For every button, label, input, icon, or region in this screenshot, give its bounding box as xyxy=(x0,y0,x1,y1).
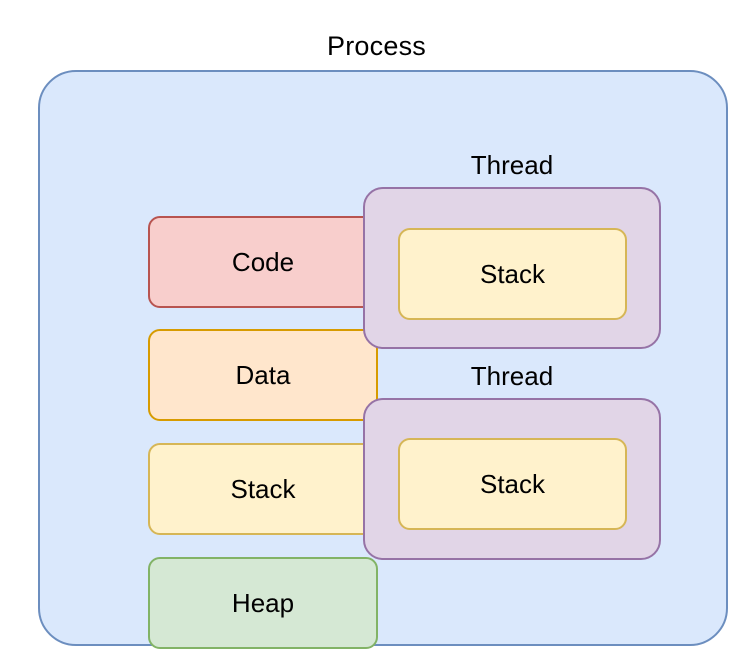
memory-segment-code-label: Code xyxy=(231,247,295,277)
memory-segment-stack-label: Stack xyxy=(230,474,296,504)
thread-2-stack: Stack xyxy=(398,438,627,530)
thread-1-stack: Stack xyxy=(398,228,627,320)
memory-segment-heap: Heap xyxy=(148,557,378,649)
memory-segment-code: Code xyxy=(148,216,378,308)
memory-segment-heap-label: Heap xyxy=(231,588,295,618)
thread-2-label: Thread xyxy=(470,361,554,391)
thread-2-stack-label: Stack xyxy=(479,469,546,499)
memory-segment-data-label: Data xyxy=(235,360,291,390)
process-container: Code Data Stack Heap xyxy=(38,70,728,649)
thread-1-stack-label: Stack xyxy=(479,259,546,289)
memory-segment-stack: Stack xyxy=(148,443,378,535)
process-label: Process xyxy=(327,31,426,61)
thread-1-label: Thread xyxy=(470,150,554,180)
memory-segment-data: Data xyxy=(148,329,378,421)
